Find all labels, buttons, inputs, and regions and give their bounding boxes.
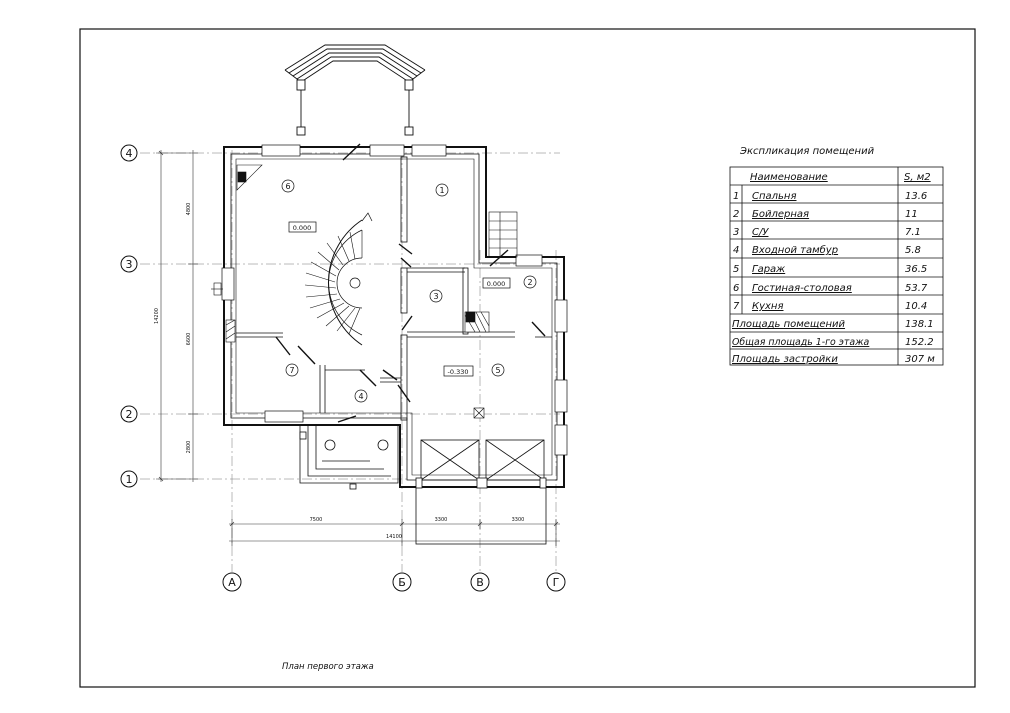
explication-room-num: 6 xyxy=(733,283,739,294)
dimension-bottom: 7500 xyxy=(310,517,323,523)
axis-label-col: В xyxy=(476,576,484,589)
level-mark: -0.330 xyxy=(448,368,469,376)
room-marker xyxy=(285,363,299,377)
axis-bubble-col xyxy=(392,572,412,592)
explication-room-name: Гостиная-столовая xyxy=(752,283,852,294)
room-marker xyxy=(523,275,537,289)
dimension-total-bottom: 14100 xyxy=(386,534,402,540)
room-number: 7 xyxy=(289,366,294,375)
axis-bubbles-cols xyxy=(222,572,566,592)
interior-walls xyxy=(236,156,552,421)
outer-walls xyxy=(223,146,565,488)
grid-lines xyxy=(140,150,560,572)
room-number-markers xyxy=(281,179,537,403)
axis-bubble-row xyxy=(120,470,138,488)
explication-total-value: 152.2 xyxy=(905,337,934,348)
axis-label-row: 3 xyxy=(126,258,133,271)
room-marker xyxy=(354,389,368,403)
doors xyxy=(275,143,546,423)
explication-room-area: 13.6 xyxy=(905,191,927,202)
axis-label-col: Б xyxy=(398,576,406,589)
explication-total-value: 307 м xyxy=(905,354,935,365)
level-marks xyxy=(288,221,511,377)
explication-title: Экспликация помещений xyxy=(739,146,875,157)
explication-total-value: 138.1 xyxy=(905,319,934,330)
explication-total-label: Общая площадь 1-го этажа xyxy=(732,337,870,348)
explication-header-area: S, м2 xyxy=(904,172,931,183)
explication-room-area: 11 xyxy=(905,209,918,220)
drawing-caption: План первого этажа xyxy=(282,662,374,672)
level-mark: 0.000 xyxy=(487,280,506,288)
explication-header-name: Наименование xyxy=(750,172,828,183)
sheet-frame xyxy=(79,28,976,688)
windows xyxy=(221,144,568,456)
explication-room-name: Гараж xyxy=(752,264,785,275)
axis-label-row: 2 xyxy=(126,408,133,421)
level-mark: 0.000 xyxy=(293,224,312,232)
garage-apron xyxy=(415,439,547,545)
axis-bubble-col xyxy=(546,572,566,592)
side-steps xyxy=(488,211,518,258)
explication-room-num: 2 xyxy=(733,209,739,220)
explication-room-name: С/У xyxy=(752,227,769,238)
hatches xyxy=(211,164,490,419)
explication-room-num: 7 xyxy=(733,301,740,312)
room-number: 5 xyxy=(495,366,500,375)
dimension-bottom: 3300 xyxy=(435,517,448,523)
explication-room-name: Бойлерная xyxy=(752,209,809,220)
explication-room-name: Входной тамбур xyxy=(752,244,838,256)
explication-room-area: 53.7 xyxy=(905,283,928,294)
entry-porch xyxy=(299,425,399,490)
explication-room-name: Кухня xyxy=(752,301,784,312)
axis-bubble-row xyxy=(120,144,138,162)
axis-label-col: Г xyxy=(553,576,560,589)
floor-plan: 6 1 3 2 5 7 4 0.000 0.000 -0.330 xyxy=(211,44,568,545)
bay-window xyxy=(284,44,426,136)
room-number: 2 xyxy=(527,278,532,287)
dimension-total-left: 14200 xyxy=(154,308,160,324)
room-number: 6 xyxy=(285,182,290,191)
axis-label-row: 4 xyxy=(126,147,133,160)
axis-bubble-col xyxy=(222,572,242,592)
spiral-stair xyxy=(304,212,373,346)
explication-room-name: Спальня xyxy=(752,191,797,202)
axis-label-col: А xyxy=(228,576,236,589)
dimension-bottom: 3300 xyxy=(512,517,525,523)
room-number: 3 xyxy=(433,292,438,301)
explication-room-num: 1 xyxy=(733,191,739,202)
dimension-lines xyxy=(156,150,560,546)
axis-bubbles-rows xyxy=(120,144,138,488)
dimension-left: 4800 xyxy=(186,203,192,216)
explication-room-num: 3 xyxy=(733,227,739,238)
room-marker xyxy=(491,363,505,377)
dimension-left: 2800 xyxy=(186,441,192,454)
explication-table: Экспликация помещений Наименование S, м2… xyxy=(729,146,944,366)
explication-room-area: 36.5 xyxy=(905,264,927,275)
room-number: 1 xyxy=(439,186,444,195)
explication-room-area: 5.8 xyxy=(905,245,921,256)
axis-bubble-row xyxy=(120,405,138,423)
explication-room-num: 5 xyxy=(733,264,739,275)
explication-total-label: Площадь помещений xyxy=(732,319,846,330)
explication-room-area: 7.1 xyxy=(905,227,921,238)
axis-label-row: 1 xyxy=(126,473,133,486)
dimension-left: 6600 xyxy=(186,333,192,346)
room-number: 4 xyxy=(358,392,363,401)
axis-bubble-row xyxy=(120,255,138,273)
room-marker xyxy=(281,179,295,193)
explication-room-area: 10.4 xyxy=(905,301,927,312)
explication-room-num: 4 xyxy=(733,245,739,256)
room-marker xyxy=(435,183,449,197)
axis-bubble-col xyxy=(470,572,490,592)
explication-total-label: Площадь застройки xyxy=(732,354,838,365)
room-marker xyxy=(429,289,443,303)
